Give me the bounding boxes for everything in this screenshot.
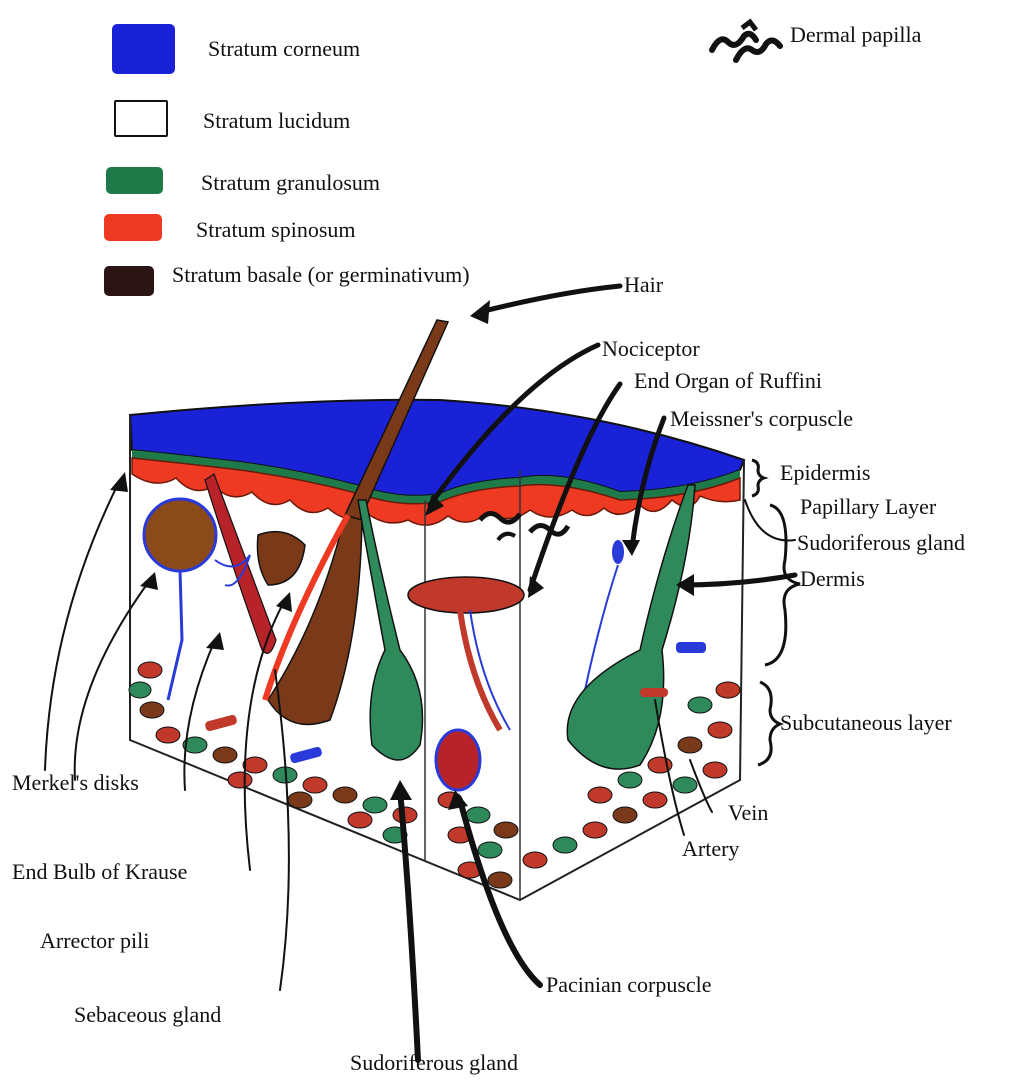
sudoriferous-gland-right — [567, 485, 695, 769]
label-ruffini: End Organ of Ruffini — [634, 370, 822, 392]
meissner-corpuscle — [612, 540, 624, 564]
label-nociceptor: Nociceptor — [602, 338, 700, 360]
pacinian-corpuscle — [436, 730, 480, 790]
label-vein: Vein — [728, 802, 768, 824]
label-arrector: Arrector pili — [40, 930, 149, 952]
sebaceous-gland — [257, 532, 305, 585]
label-sudoriferous-bottom: Sudoriferous gland — [350, 1052, 518, 1074]
label-hair: Hair — [624, 274, 663, 296]
label-merkel: Merkel's disks — [12, 772, 139, 794]
sudoriferous-gland-middle — [358, 500, 423, 760]
label-artery: Artery — [682, 838, 739, 860]
label-papillary: Papillary Layer — [800, 496, 936, 518]
label-sudoriferous-right: Sudoriferous gland — [797, 532, 965, 554]
label-dermis: Dermis — [800, 568, 865, 590]
label-sebaceous: Sebaceous gland — [74, 1004, 221, 1026]
label-pacinian: Pacinian corpuscle — [546, 974, 712, 996]
label-epidermis: Epidermis — [780, 462, 870, 484]
label-meissner: Meissner's corpuscle — [670, 408, 853, 430]
label-subcutaneous: Subcutaneous layer — [780, 712, 952, 734]
label-krause: End Bulb of Krause — [12, 861, 187, 883]
